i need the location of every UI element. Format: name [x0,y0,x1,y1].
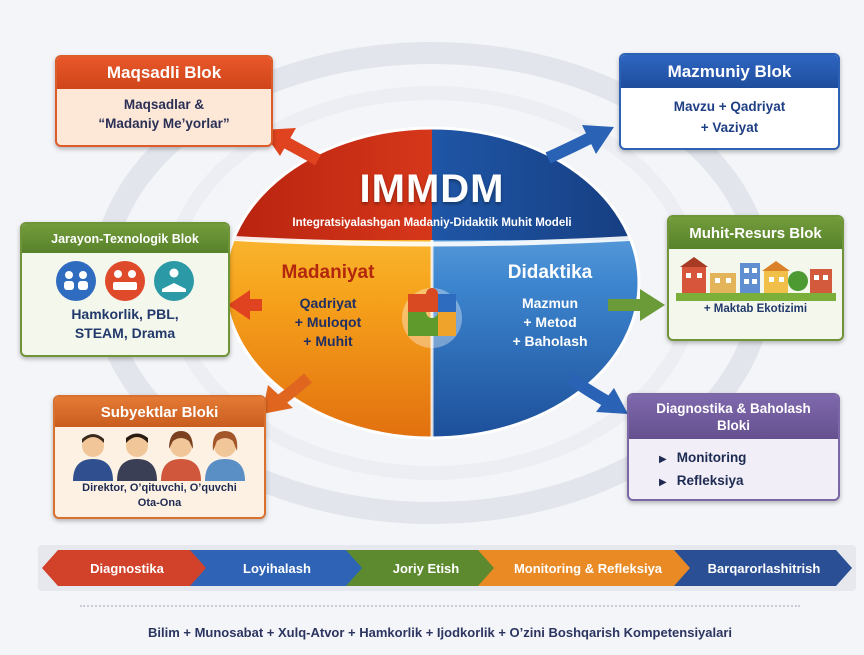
stage-label-monitoring: Monitoring & Refleksiya [513,561,663,576]
jarayon-block-body: Hamkorlik, PBL, STEAM, Drama [22,258,228,343]
stage-bar [38,545,856,591]
subyekt-block: Subyektlar Bloki Direktor, O’qituvchi, O… [53,395,266,519]
madaniyat-item: Qadriyat [299,295,357,311]
person-student [160,431,201,481]
mazmuniy-line: Mavzu + Qadriyat [673,99,786,114]
footer-divider [80,605,800,607]
collaboration-icon [56,261,96,301]
subyekt-block-body: Direktor, O’qituvchi, O’quvchi Ota-Ona [55,429,264,511]
arrow-to-jarayon [228,290,262,320]
didaktika-items: Mazmun + Metod + Baholash [490,294,610,351]
subyekt-line: Direktor, O’qituvchi, O’quvchi [82,482,237,494]
stage-label-diagnostika: Diagnostika [90,561,164,576]
diagnostika-block: Diagnostika & Baholash Bloki ▶ Monitoring… [627,393,840,501]
jarayon-block: Jarayon-Texnologik Blok Hamkorlik, PBL, … [20,222,230,357]
didaktika-heading: Didaktika [507,262,593,283]
madaniyat-heading: Madaniyat [281,262,375,283]
arrow-to-diagnostika [566,373,628,414]
madaniyat-items: Qadriyat + Muloqot + Muhit [268,294,388,351]
arrow-to-muhit [608,289,665,321]
muhit-block-body: + Maktab Ekotizimi [669,253,842,315]
model-subtitle: Integratsiyalashgan Madaniy-Didaktik Muh… [292,217,572,229]
stage-diagnostika [42,550,212,586]
stage-barqarorlashtirish [674,550,852,586]
diagnostika-title-line: Diagnostika & Baholash [656,401,811,416]
stage-joriy-etish [346,550,500,586]
subyekt-line: Ota-Ona [137,497,182,509]
mazmuniy-line: + Vaziyat [700,120,759,135]
stage-monitoring [478,550,696,586]
diagnostika-item-label: Monitoring [676,450,747,465]
stage-label-joriy-etish: Joriy Etish [392,561,460,576]
arrow-to-mazmuniy [545,125,614,164]
people-icon [72,431,245,481]
maqsadli-block-body: Maqsadlar & “Madaniy Me’yorlar” [57,89,271,133]
muhit-block: Muhit-Resurs Blok + Maktab Ekotizimi [667,215,844,341]
maqsadli-block: Maqsadli Blok Maqsadlar & “Madaniy Me’yo… [55,55,273,147]
person-teacher [116,433,157,481]
diagnostika-block-body: ▶ Monitoring ▶ Refleksiya [629,439,838,493]
person-director [72,434,113,481]
maqsadli-line: “Madaniy Me’yorlar” [98,116,230,131]
puzzle-icon [402,288,462,348]
stage-label-barqarorlashtirish: Barqarorlashitrish [707,561,821,576]
triangle-bullet-icon: ▶ [659,454,667,465]
jarayon-block-title: Jarayon-Texnologik Blok [22,224,228,253]
teamwork-icon [105,261,145,301]
person-parent [204,431,245,481]
muhit-block-title: Muhit-Resurs Blok [669,217,842,249]
stage-label-loyihalash: Loyihalash [243,561,311,576]
muhit-line: + Maktab Ekotizimi [703,303,808,315]
didaktika-item: + Baholash [512,333,588,349]
diagnostika-item: ▶ Refleksiya [659,470,838,493]
mazmuniy-block-title: Mazmuniy Blok [621,55,838,88]
mazmuniy-block: Mazmuniy Blok Mavzu + Qadriyat + Vaziyat [619,53,840,150]
activity-icons [56,261,194,301]
jarayon-line: STEAM, Drama [74,325,176,341]
mazmuniy-block-body: Mavzu + Qadriyat + Vaziyat [621,88,838,138]
subyekt-block-title: Subyektlar Bloki [55,397,264,427]
diagnostika-item: ▶ Monitoring [659,447,838,470]
competencies-footer: Bilim + Munosabat + Xulq-Atvor + Hamkorl… [147,625,733,640]
maqsadli-line: Maqsadlar & [123,97,205,112]
triangle-bullet-icon: ▶ [659,477,667,488]
arrow-to-subyekt [262,373,312,414]
stage-loyihalash [190,550,368,586]
model-title: IMMDM [359,167,505,211]
buildings-icon [675,257,836,301]
jarayon-line: Hamkorlik, PBL, [71,306,179,322]
maqsadli-block-title: Maqsadli Blok [57,57,271,89]
student-reading-icon [154,261,194,301]
didaktika-item: + Metod [523,314,577,330]
madaniyat-item: + Muhit [303,333,353,349]
diagnostika-item-label: Refleksiya [676,473,744,488]
diagnostika-title-line: Bloki [716,418,750,433]
didaktika-item: Mazmun [522,295,578,311]
diagnostika-block-title: Diagnostika & Baholash Bloki [629,395,838,439]
madaniyat-item: + Muloqot [294,314,362,330]
